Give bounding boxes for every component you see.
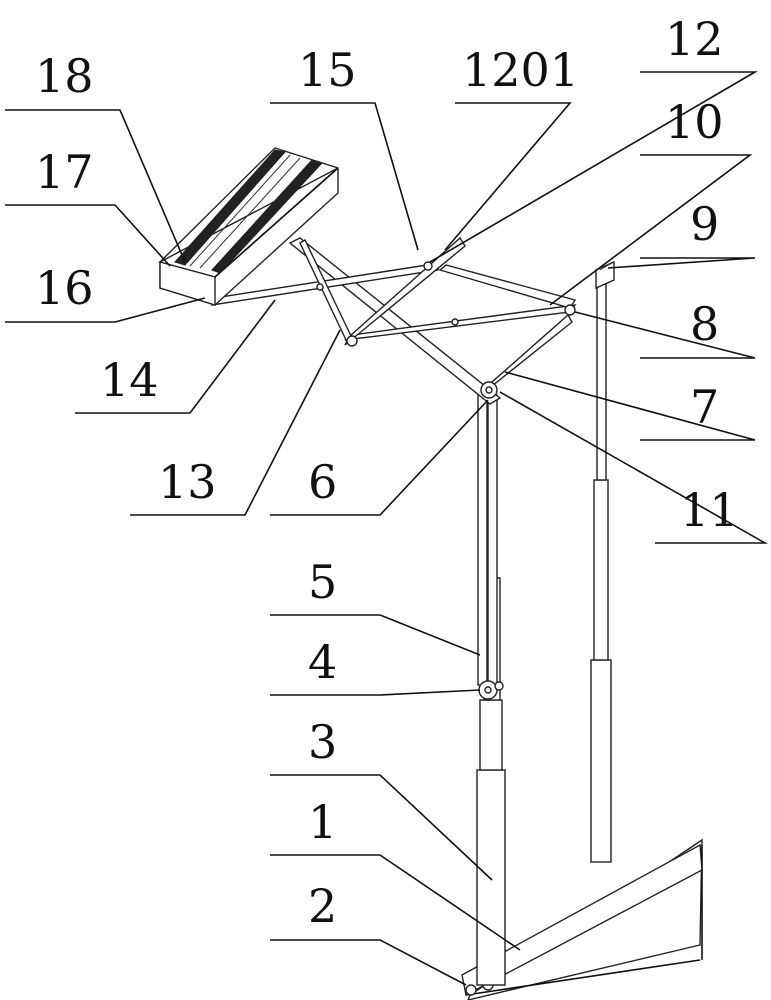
label-12: 12 <box>665 12 724 66</box>
base-plate <box>461 838 703 1000</box>
rear-post <box>590 260 615 863</box>
label-5: 5 <box>308 555 337 609</box>
label-18: 18 <box>35 49 94 103</box>
label-15: 15 <box>298 43 357 97</box>
label-17: 17 <box>35 145 94 199</box>
label-11: 11 <box>680 483 739 537</box>
front-post <box>476 394 506 986</box>
label-4: 4 <box>308 635 337 689</box>
scissor-arms <box>211 236 577 405</box>
label-1: 1 <box>308 795 337 849</box>
label-13: 13 <box>158 455 217 509</box>
label-8: 8 <box>690 297 719 351</box>
label-3: 3 <box>308 715 337 769</box>
label-2: 2 <box>308 879 337 933</box>
label-7: 7 <box>690 380 719 434</box>
label-1201: 1201 <box>462 43 579 97</box>
label-10: 10 <box>665 95 724 149</box>
leader-lines <box>5 71 769 986</box>
label-6: 6 <box>308 455 337 509</box>
tray-box <box>158 147 339 306</box>
label-16: 16 <box>35 261 94 315</box>
part-labels: 18 17 16 14 13 15 1201 12 10 9 8 7 11 6 … <box>35 12 739 933</box>
label-14: 14 <box>100 353 159 407</box>
label-9: 9 <box>690 197 719 251</box>
